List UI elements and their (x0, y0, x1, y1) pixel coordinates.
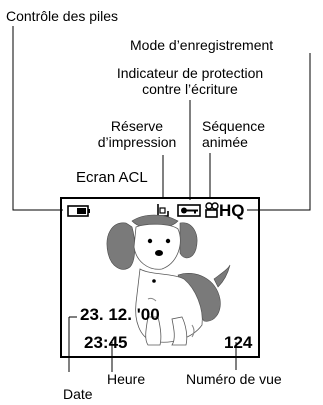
record-mode-leader-line (247, 53, 311, 211)
battery-icon (67, 205, 90, 217)
lcd-label: Ecran ACL (76, 169, 148, 186)
movie-label: Séquence animée (202, 118, 265, 150)
quality-mode-text: HQ (219, 201, 245, 220)
time-label: Heure (107, 371, 146, 387)
date-label: Date (63, 386, 93, 402)
protect-key-icon (177, 204, 201, 217)
protect-label-line1: Indicateur de protection (116, 65, 264, 81)
lcd-screen: HQ (60, 197, 260, 358)
protect-label-line2: contre l’écriture (142, 81, 238, 97)
movie-icon (205, 202, 219, 218)
lcd-date: 23. 12. '00 (80, 305, 160, 324)
movie-label-line1: Séquence (202, 118, 266, 134)
print-reserve-label-line2: d’impression (97, 134, 177, 150)
print-reserve-label: Réserve d’impression (88, 118, 186, 150)
lcd-time: 23:45 (84, 333, 128, 352)
battery-leader-line (12, 26, 63, 211)
battery-check-label: Contrôle des piles (6, 8, 119, 24)
record-mode-label: Mode d’enregistrement (130, 37, 274, 53)
movie-label-line2: animée (202, 134, 248, 150)
lcd-frame-number: 124 (224, 333, 253, 352)
protect-label: Indicateur de protection contre l’écritu… (82, 65, 298, 97)
print-reserve-label-line1: Réserve (110, 118, 164, 134)
frame-number-label: Numéro de vue (186, 371, 282, 387)
dog-illustration (106, 214, 231, 346)
